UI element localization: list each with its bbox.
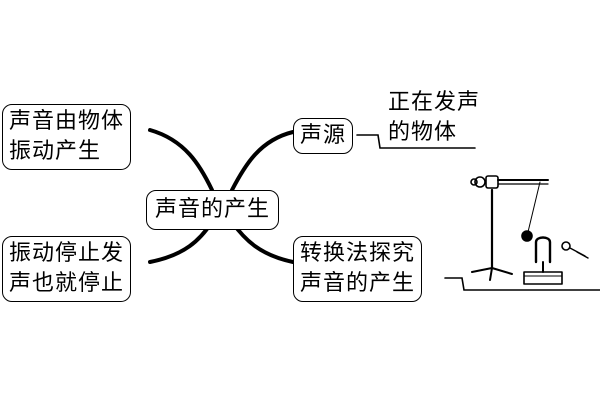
node-vibration-stops: 振动停止发 声也就停止 xyxy=(2,236,132,302)
sound-source-label: 声源 xyxy=(300,123,347,148)
definition-line: 正在发声 xyxy=(388,90,481,115)
tuning-fork-pendulum-apparatus-icon xyxy=(470,175,589,285)
definition-line: 的物体 xyxy=(388,120,458,145)
node-line: 声也就停止 xyxy=(9,271,125,296)
node-line: 声音由物体 xyxy=(9,109,125,134)
node-sound-source: 声源 xyxy=(293,118,354,154)
leader-source-definition xyxy=(356,134,476,149)
node-conversion-method: 转换法探究 声音的产生 xyxy=(293,236,423,302)
node-line: 振动停止发 xyxy=(9,241,125,266)
branch-connectors xyxy=(148,128,600,291)
leader-apparatus xyxy=(444,277,600,291)
connector-left-top xyxy=(148,128,214,192)
node-line: 声音的产生 xyxy=(300,271,416,296)
node-line: 转换法探究 xyxy=(300,241,416,266)
center-topic: 声音的产生 xyxy=(146,190,280,230)
node-line: 振动产生 xyxy=(9,139,102,164)
center-topic-label: 声音的产生 xyxy=(155,197,271,222)
sound-source-definition: 正在发声 的物体 xyxy=(388,88,480,148)
connector-right-top xyxy=(230,130,295,192)
node-sound-from-vibration: 声音由物体 振动产生 xyxy=(2,104,132,170)
